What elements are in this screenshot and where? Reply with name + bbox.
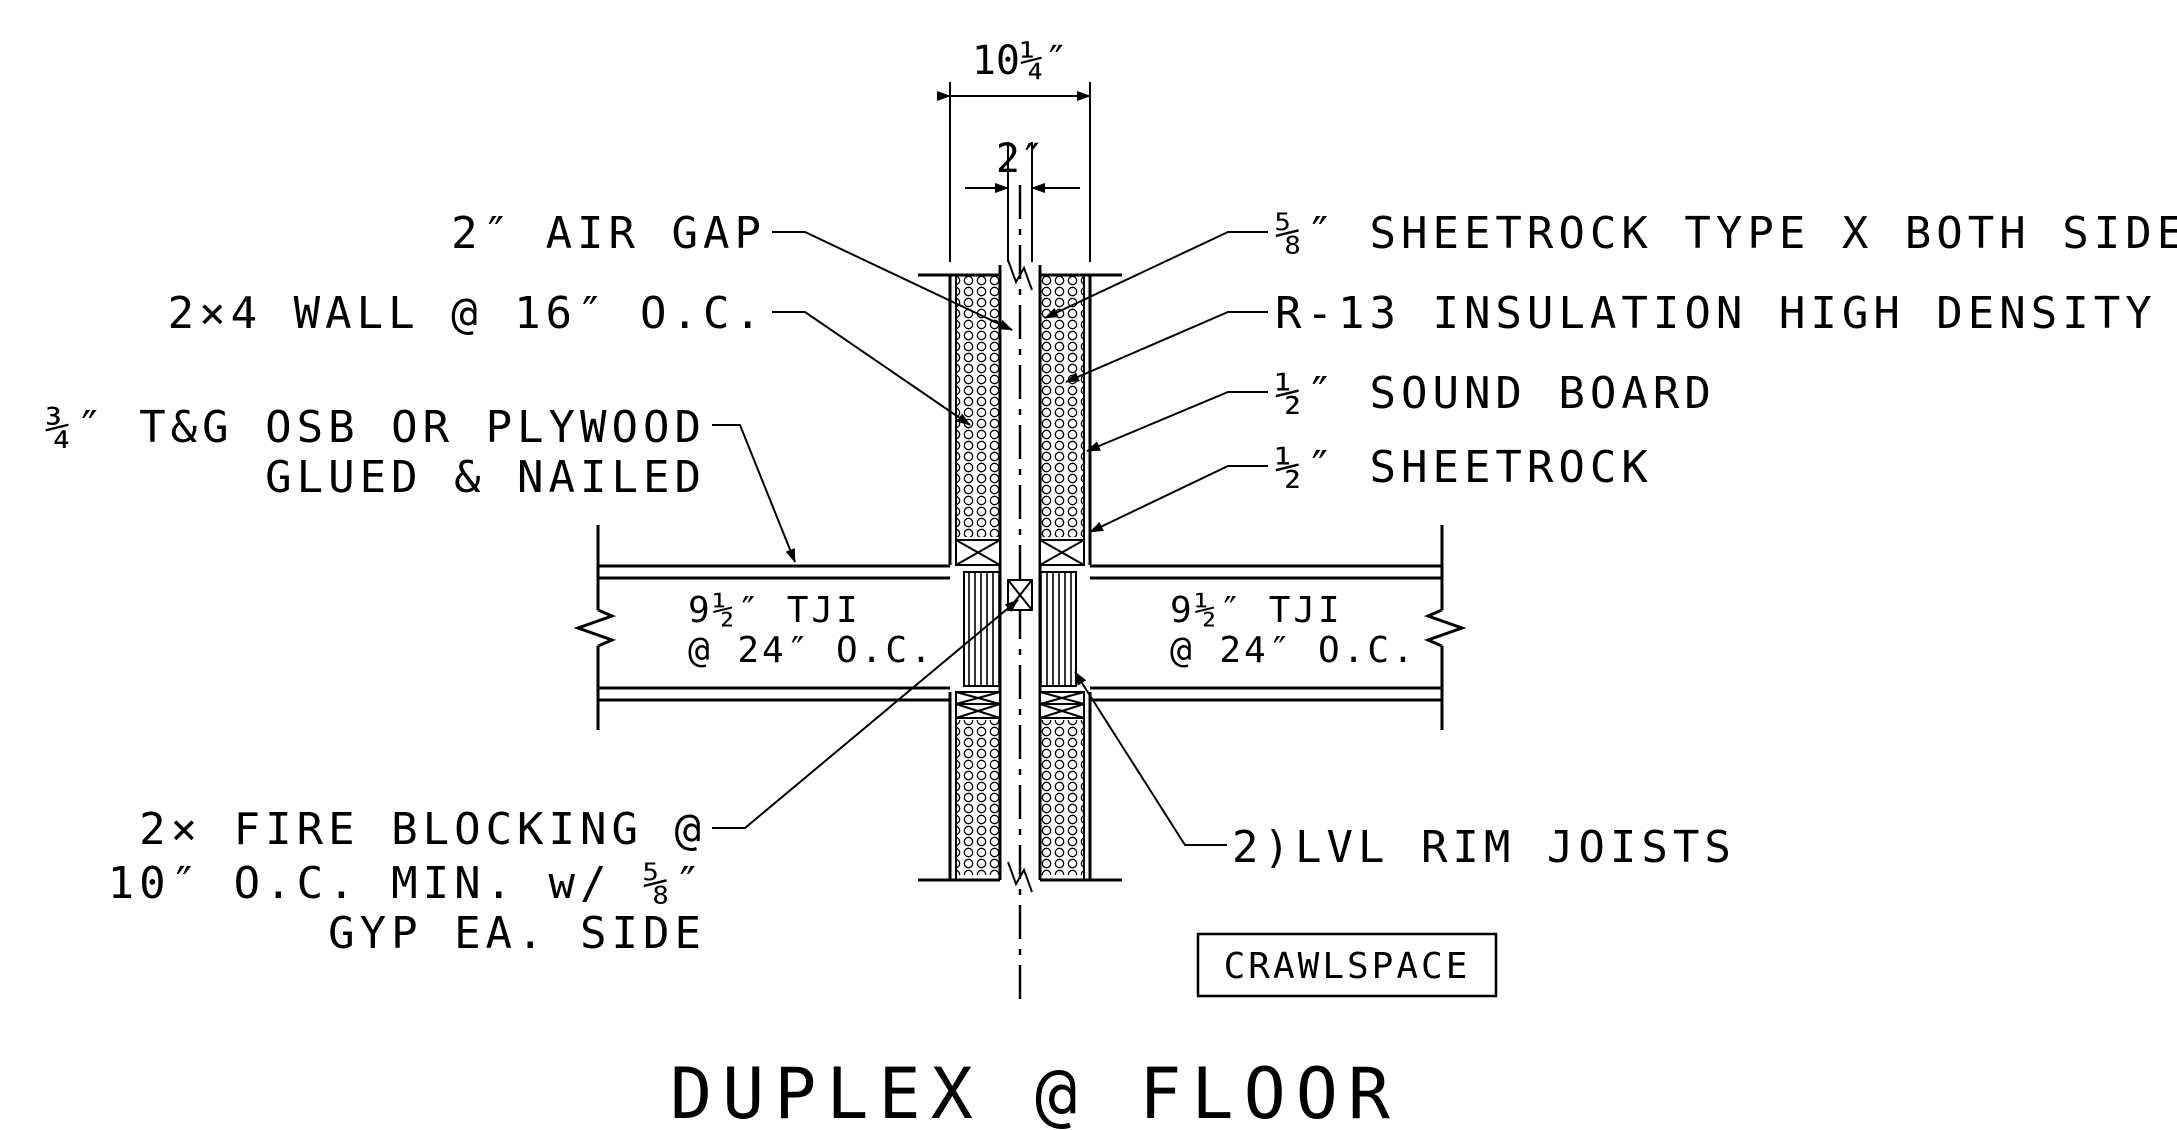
left-wall-assembly — [918, 265, 1002, 882]
right-wall-insulation-upper — [1040, 275, 1084, 537]
crawlspace-tag: CRAWLSPACE — [1196, 932, 1498, 998]
rim-joists-leader — [1074, 671, 1227, 846]
overall-width-dimension: 10¼″ — [972, 38, 1068, 84]
air-gap-assembly — [1007, 185, 1033, 1005]
subfloor-leader — [712, 424, 796, 563]
dimensions: 10¼″ 2″ — [937, 38, 1091, 262]
left-joist-break — [573, 608, 617, 648]
callout-labels: 2″ AIR GAP 2×4 WALL @ 16″ O.C. ¾″ T&G OS… — [45, 208, 2177, 959]
right-joist-label-line2: @ 24″ O.C. — [1170, 630, 1417, 671]
left-joist-label-line2: @ 24″ O.C. — [688, 630, 935, 671]
wall-leader — [772, 311, 971, 426]
right-wall-assembly — [1038, 265, 1122, 882]
left-wall-insulation-lower — [956, 720, 1000, 875]
rim-joists-label: 2)LVL RIM JOISTS — [1232, 822, 1736, 873]
break-symbol-bottom — [1007, 861, 1033, 893]
sound-board-leader — [1086, 391, 1268, 452]
crawlspace-tag-box — [1196, 932, 1498, 998]
fire-blocking-label-line2: 10″ O.C. MIN. w/ ⅝″ — [108, 858, 706, 909]
fire-blocking-leader — [712, 599, 1019, 829]
sheetrock-type-x-label: ⅝″ SHEETROCK TYPE X BOTH SIDES — [1275, 208, 2177, 259]
joist-labels: 9½″ TJI @ 24″ O.C. 9½″ TJI @ 24″ O.C. — [688, 590, 1417, 671]
fire-blocking-label-line1: 2× FIRE BLOCKING @ — [139, 804, 706, 855]
right-wall-insulation-lower — [1040, 720, 1084, 875]
left-joist-label-line1: 9½″ TJI — [688, 590, 861, 631]
insulation-leader — [1065, 311, 1268, 383]
subfloor-label-line2: GLUED & NAILED — [265, 452, 706, 503]
subfloor-label-line1: ¾″ T&G OSB OR PLYWOOD — [45, 402, 706, 453]
air-gap-label: 2″ AIR GAP — [451, 208, 766, 259]
sound-board-label: ½″ SOUND BOARD — [1275, 368, 1716, 419]
sheetrock-type-x-leader — [1044, 231, 1268, 319]
air-gap-leader — [772, 231, 1013, 331]
sheetrock-leader — [1089, 465, 1268, 533]
drawing-title: DUPLEX @ FLOOR — [670, 1053, 1400, 1130]
break-symbol-top — [1007, 259, 1033, 291]
right-joist-label-line1: 9½″ TJI — [1170, 590, 1343, 631]
insulation-label: R-13 INSULATION HIGH DENSITY — [1275, 288, 2157, 339]
right-lvl-rim-joist — [1039, 571, 1077, 687]
floor-system — [573, 525, 1467, 730]
leader-lines — [712, 231, 1268, 846]
wall-label: 2×4 WALL @ 16″ O.C. — [168, 288, 766, 339]
gap-width-dimension: 2″ — [996, 136, 1044, 182]
fire-blocking-label-line3: GYP EA. SIDE — [328, 908, 706, 959]
crawlspace-tag-text: CRAWLSPACE — [1224, 946, 1471, 987]
left-wall-insulation-upper — [956, 275, 1000, 537]
right-joist-break — [1423, 608, 1467, 648]
sheetrock-label: ½″ SHEETROCK — [1275, 442, 1653, 493]
